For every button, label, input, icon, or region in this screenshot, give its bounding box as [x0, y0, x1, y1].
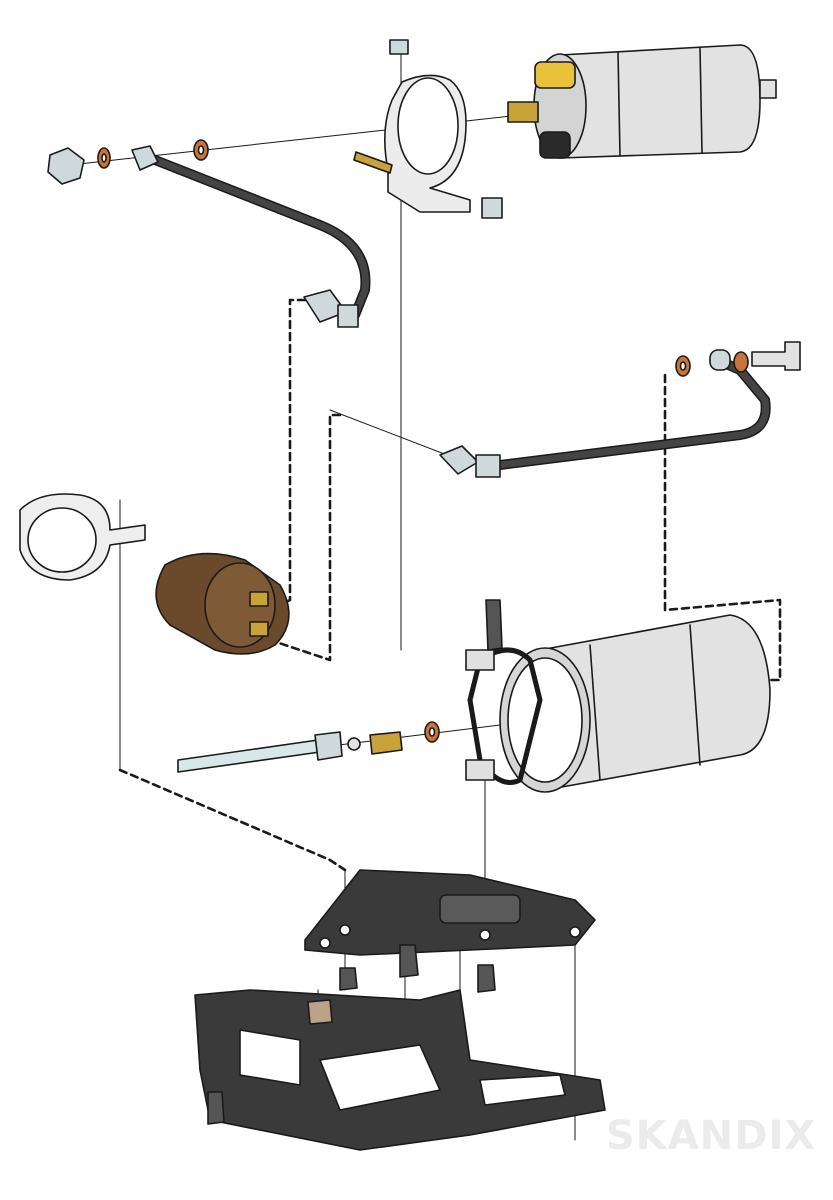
- upper-fittings: [47, 139, 209, 185]
- mounting-plate: [304, 869, 596, 956]
- filter-clamp: [465, 599, 543, 785]
- fuel-line-right: [439, 341, 801, 478]
- fuel-pump: [507, 44, 777, 159]
- pump-clamp: [353, 39, 503, 219]
- small-clamp: [19, 493, 146, 581]
- fuel-line-upper: [131, 145, 371, 328]
- mounting-frame: [194, 944, 606, 1151]
- feed-pipe: [177, 721, 440, 773]
- fuel-accumulator: [155, 552, 290, 655]
- skandix-watermark: SKANDIX: [606, 1113, 817, 1159]
